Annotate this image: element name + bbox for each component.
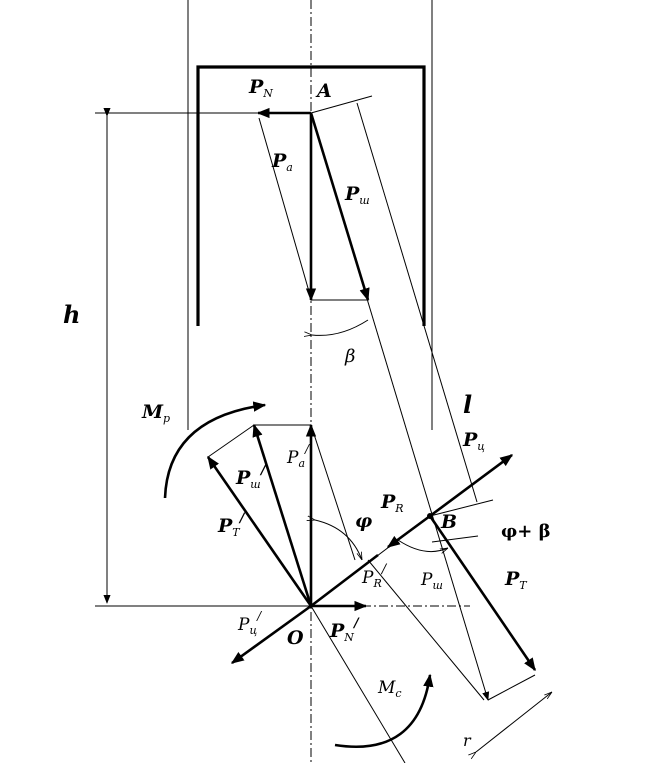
moment-M-c-arrow — [334, 673, 434, 749]
label-h: h — [63, 300, 80, 329]
vector-P-R — [386, 514, 431, 549]
cylinder — [187, 0, 433, 430]
label-r: r — [463, 731, 472, 750]
piston-body — [196, 65, 426, 326]
label-P-a-prime: Pa/ — [286, 442, 311, 470]
parallelogram-side — [207, 424, 255, 458]
vector-P-T — [428, 515, 537, 672]
label-phi-plus-beta: φ+ β — [501, 521, 551, 542]
label-P-a: Pa — [271, 150, 293, 174]
label-l: l — [463, 390, 472, 419]
label-M-c: Mc — [377, 678, 402, 700]
construction-line-2 — [310, 424, 356, 561]
vector-P-sh-prime — [252, 423, 313, 607]
phi-beta-leader — [431, 535, 479, 543]
phi-arc — [315, 520, 362, 560]
label-P-R-prime: PR/ — [361, 562, 388, 590]
label-beta: β — [344, 346, 355, 367]
label-P-sh-lower: Pш — [420, 570, 443, 592]
label-phi: φ — [355, 510, 372, 532]
label-P-R: PR — [380, 491, 404, 515]
label-O: O — [287, 627, 304, 649]
label-P-sh: Pш — [344, 183, 370, 207]
label-P-ts-prime: Pц/ — [237, 609, 263, 637]
joint-B — [427, 513, 433, 519]
beta-arc — [312, 319, 369, 335]
label-B: B — [440, 511, 457, 533]
phi-beta-arc — [397, 539, 448, 552]
construction-line-4 — [310, 605, 406, 763]
construction-line — [258, 117, 311, 296]
label-M-p: Mp — [141, 401, 170, 425]
label-A: A — [315, 80, 332, 102]
label-P-T: PT — [504, 568, 528, 592]
dimension-r — [476, 674, 552, 752]
vector-P-ts — [429, 453, 514, 518]
label-P-ts: Pц — [462, 429, 485, 453]
vector-P-R-prime — [310, 553, 379, 608]
construction-line-3 — [367, 559, 485, 701]
vector-P-T-prime — [206, 455, 313, 607]
label-P-T-prime: PT/ — [217, 511, 246, 539]
vector-P-ts-prime — [230, 604, 312, 665]
label-P-N-prime: PN/ — [329, 616, 360, 644]
dimension-l — [310, 95, 494, 517]
label-P-sh-prime: Pш/ — [235, 463, 267, 491]
vector-P-sh — [309, 112, 370, 302]
moment-M-p-arrow — [163, 401, 267, 499]
label-P-N: PN — [248, 76, 273, 100]
